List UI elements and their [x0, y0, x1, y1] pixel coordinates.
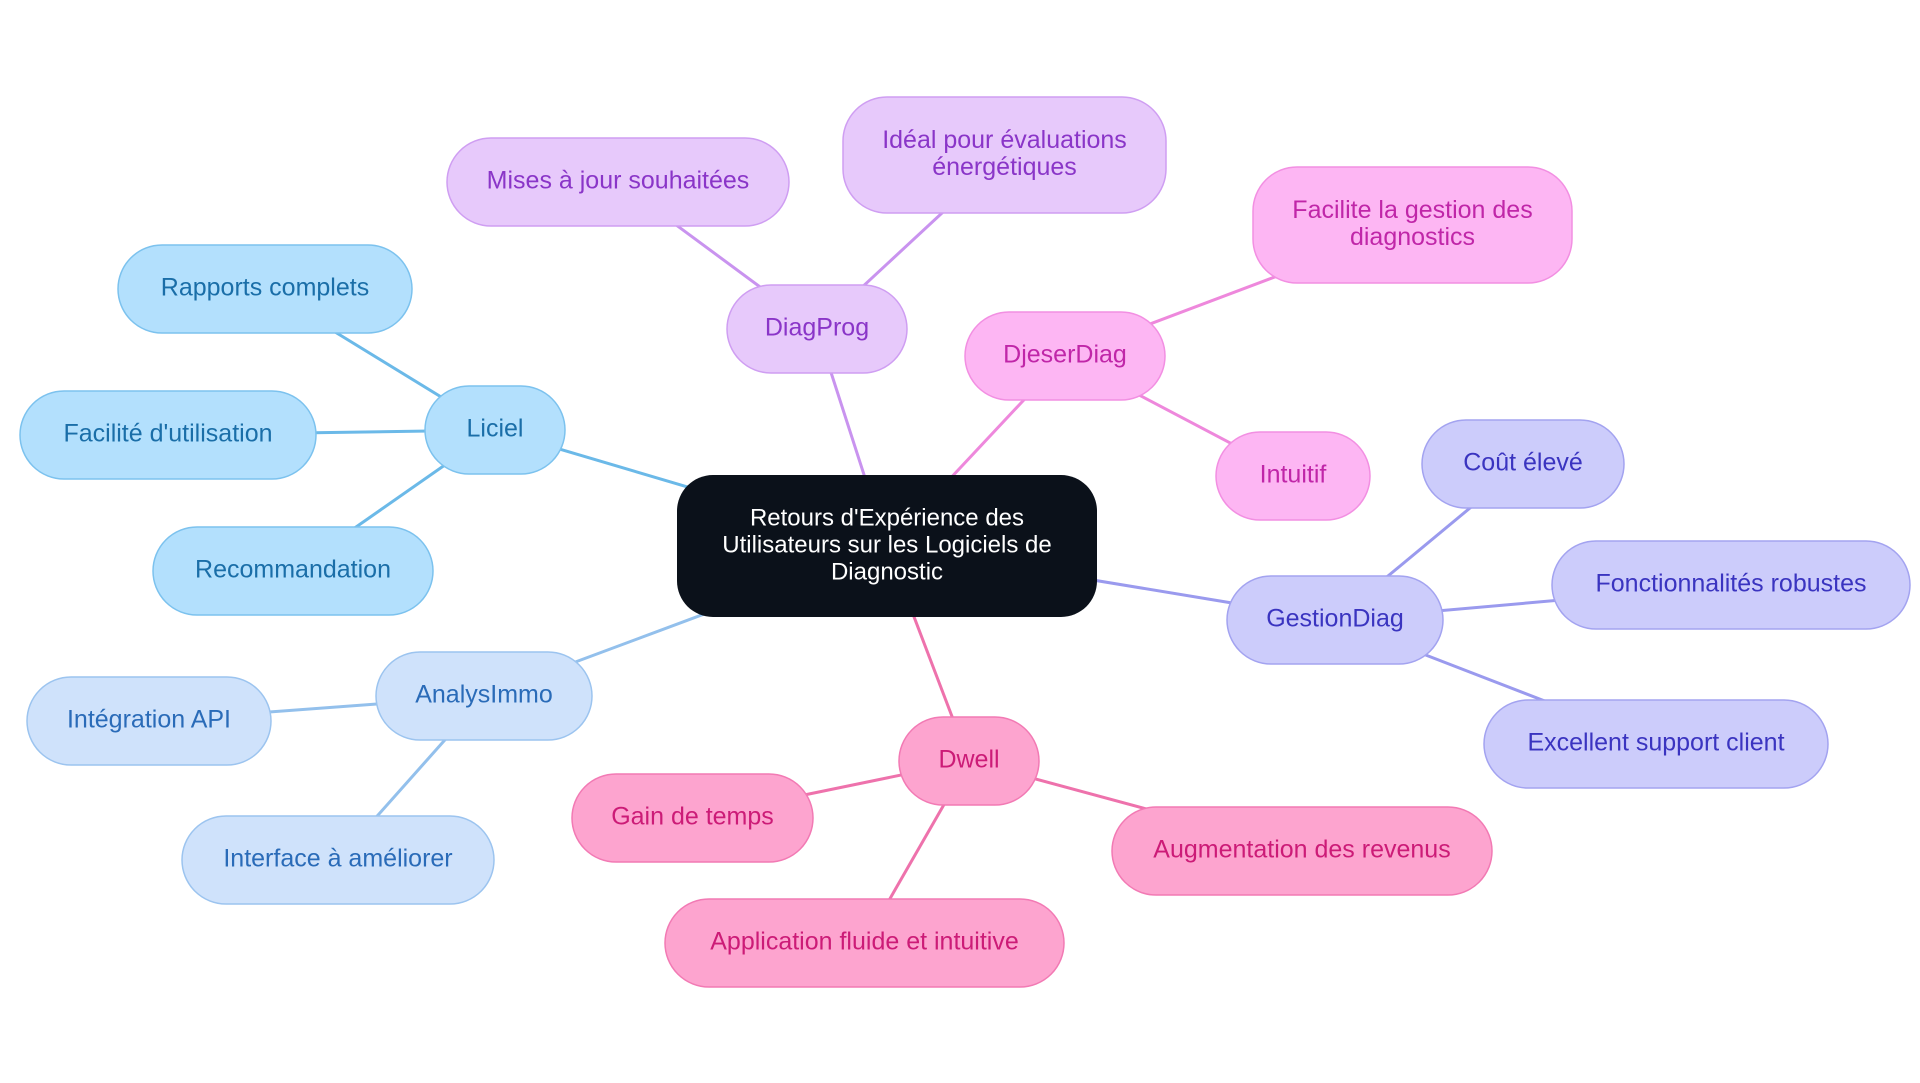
central-topic-node-label: Retours d'Expérience des — [750, 504, 1024, 531]
leaf-node-liciel-2[interactable]: Recommandation — [152, 526, 434, 616]
branch-node-djeserdiag-shape — [964, 311, 1166, 401]
leaf-node-gestiondiag-2-label: Excellent support client — [1527, 729, 1784, 757]
leaf-node-dwell-0[interactable]: Gain de temps — [571, 773, 814, 863]
leaf-node-djeserdiag-1-label: Intuitif — [1260, 461, 1327, 489]
leaf-node-dwell-0-label: Gain de temps — [611, 803, 774, 831]
leaf-node-diagprog-0-shape — [446, 137, 790, 227]
leaf-node-gestiondiag-2-shape — [1483, 699, 1829, 789]
branch-node-djeserdiag[interactable]: DjeserDiag — [964, 311, 1166, 401]
branch-node-dwell-shape — [898, 716, 1040, 806]
leaf-node-diagprog-1-label: énergétiques — [932, 153, 1077, 181]
leaf-node-dwell-2-label: Application fluide et intuitive — [710, 928, 1019, 956]
leaf-node-gestiondiag-1-label: Fonctionnalités robustes — [1596, 570, 1867, 598]
leaf-node-liciel-0[interactable]: Rapports complets — [117, 244, 413, 334]
branch-node-diagprog-shape — [726, 284, 908, 374]
leaf-node-gestiondiag-2[interactable]: Excellent support client — [1483, 699, 1829, 789]
leaf-node-diagprog-0[interactable]: Mises à jour souhaitées — [446, 137, 790, 227]
branch-node-gestiondiag-label: GestionDiag — [1266, 605, 1404, 633]
branch-node-liciel[interactable]: Liciel — [424, 385, 566, 475]
leaf-node-liciel-0-label: Rapports complets — [161, 274, 369, 302]
leaf-node-gestiondiag-0-shape — [1421, 419, 1625, 509]
branch-node-djeserdiag-label: DjeserDiag — [1003, 341, 1127, 369]
leaf-node-gestiondiag-1[interactable]: Fonctionnalités robustes — [1551, 540, 1911, 630]
branch-node-analysimmo[interactable]: AnalysImmo — [375, 651, 593, 741]
leaf-node-liciel-1[interactable]: Facilité d'utilisation — [19, 390, 317, 480]
branch-node-dwell-label: Dwell — [938, 746, 999, 774]
leaf-node-diagprog-1-shape — [842, 96, 1167, 214]
leaf-node-liciel-2-shape — [152, 526, 434, 616]
branch-node-analysimmo-label: AnalysImmo — [415, 681, 553, 709]
leaf-node-liciel-1-shape — [19, 390, 317, 480]
leaf-node-analysimmo-1[interactable]: Interface à améliorer — [181, 815, 495, 905]
leaf-node-analysimmo-0-label: Intégration API — [67, 706, 231, 734]
branch-node-gestiondiag-shape — [1226, 575, 1444, 665]
leaf-node-liciel-0-shape — [117, 244, 413, 334]
leaf-node-djeserdiag-0-shape — [1252, 166, 1573, 284]
leaf-node-gestiondiag-1-shape — [1551, 540, 1911, 630]
branch-node-diagprog[interactable]: DiagProg — [726, 284, 908, 374]
leaf-node-gestiondiag-0-label: Coût élevé — [1463, 449, 1583, 477]
leaf-node-dwell-1[interactable]: Augmentation des revenus — [1111, 806, 1493, 896]
leaf-node-liciel-2-label: Recommandation — [195, 556, 391, 584]
branch-node-diagprog-label: DiagProg — [765, 314, 869, 342]
branch-node-liciel-label: Liciel — [467, 415, 524, 443]
leaf-node-dwell-1-label: Augmentation des revenus — [1153, 836, 1450, 864]
leaf-node-analysimmo-0-shape — [26, 676, 272, 766]
leaf-node-diagprog-1-label: Idéal pour évaluations — [882, 126, 1127, 154]
central-topic-node-shape — [677, 475, 1097, 617]
branch-node-dwell[interactable]: Dwell — [898, 716, 1040, 806]
branch-node-gestiondiag[interactable]: GestionDiag — [1226, 575, 1444, 665]
leaf-node-analysimmo-1-shape — [181, 815, 495, 905]
branch-node-analysimmo-shape — [375, 651, 593, 741]
leaf-node-gestiondiag-0[interactable]: Coût élevé — [1421, 419, 1625, 509]
leaf-node-dwell-0-shape — [571, 773, 814, 863]
leaf-node-diagprog-0-label: Mises à jour souhaitées — [487, 167, 750, 195]
central-topic-node-label: Diagnostic — [831, 558, 943, 585]
branch-node-liciel-shape — [424, 385, 566, 475]
leaf-node-dwell-2-shape — [664, 898, 1065, 988]
leaf-node-djeserdiag-0-label: diagnostics — [1350, 223, 1475, 251]
leaf-node-analysimmo-0[interactable]: Intégration API — [26, 676, 272, 766]
leaf-node-liciel-1-label: Facilité d'utilisation — [63, 420, 272, 448]
leaf-node-djeserdiag-0-label: Facilite la gestion des — [1292, 196, 1532, 224]
central-topic-node-label: Utilisateurs sur les Logiciels de — [722, 531, 1051, 558]
leaf-node-dwell-1-shape — [1111, 806, 1493, 896]
leaf-node-analysimmo-1-label: Interface à améliorer — [223, 845, 452, 873]
leaf-node-dwell-2[interactable]: Application fluide et intuitive — [664, 898, 1065, 988]
leaf-node-djeserdiag-1-shape — [1215, 431, 1371, 521]
leaf-node-djeserdiag-1[interactable]: Intuitif — [1215, 431, 1371, 521]
